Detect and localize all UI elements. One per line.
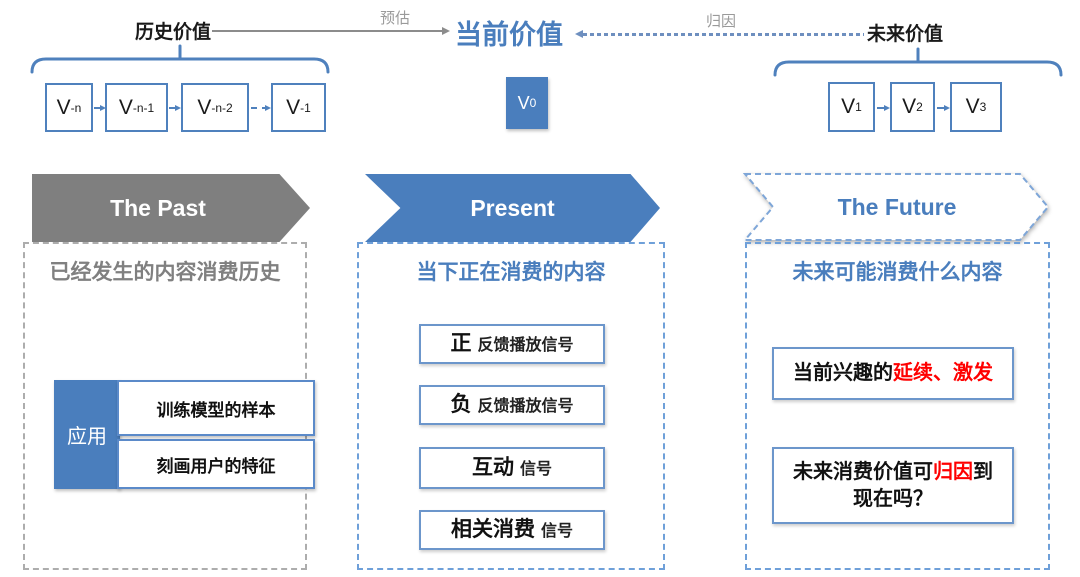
node-sub: -1: [300, 100, 311, 115]
node-base: V: [286, 95, 301, 119]
card-text-red: 延续、激发: [893, 362, 993, 384]
node-base: V: [965, 95, 980, 118]
present-column-header: 当下正在消费的内容: [416, 261, 606, 284]
signal-rest: 反馈播放信号: [477, 337, 574, 354]
node-sub: -n-1: [132, 100, 155, 115]
node-base: V: [118, 95, 133, 119]
banner-the-past: The Past: [32, 174, 310, 242]
attribution-question-card: 未来消费价值可归因到现在吗？: [772, 447, 1014, 524]
present-column: 当下正在消费的内容 正反馈播放信号 负反馈播放信号 互动信号 相关消费信号: [357, 242, 665, 570]
node-v-minus-n-1: V-n-1: [105, 83, 168, 132]
interest-continuation-card: 当前兴趣的延续、激发: [772, 347, 1014, 400]
node-base: V: [56, 95, 71, 119]
user-feature-box: 刻画用户的特征: [117, 439, 315, 489]
banner-label: The Future: [837, 193, 957, 220]
node-base: V: [902, 95, 917, 118]
future-column-header: 未来可能消费什么内容: [792, 261, 1003, 284]
node-v-minus-n-2: V-n-2: [181, 83, 249, 132]
attribution-arrow-icon: [575, 30, 864, 38]
estimate-label: 预估: [380, 10, 411, 27]
node-sub: -n-2: [211, 100, 233, 115]
arrow-right-icon: [169, 105, 181, 111]
banner-label: The Past: [110, 194, 206, 221]
arrow-right-icon: [877, 105, 890, 111]
card-text: 未来消费价值可: [793, 460, 933, 483]
overbrace-past-icon: [30, 44, 330, 74]
banner-the-future: The Future: [743, 172, 1051, 242]
training-sample-box: 训练模型的样本: [117, 380, 315, 436]
node-sub: 2: [916, 100, 923, 114]
signal-rest: 信号: [519, 461, 552, 478]
card-text-red: 归因: [933, 460, 973, 483]
node-sub: 0: [529, 96, 537, 110]
positive-feedback-signal-box: 正反馈播放信号: [419, 324, 605, 364]
node-sub: -n: [70, 100, 82, 115]
node-v-minus-n: V-n: [45, 83, 93, 132]
node-base: V: [197, 95, 212, 119]
card-text: 当前兴趣的: [793, 362, 893, 384]
node-v-minus-1: V-1: [271, 83, 326, 132]
future-column: 未来可能消费什么内容 当前兴趣的延续、激发 未来消费价值可归因到现在吗？: [745, 242, 1050, 570]
signal-emphasis: 正: [450, 332, 472, 355]
node-sub: 3: [979, 100, 987, 114]
overbrace-future-icon: [773, 47, 1063, 77]
node-base: V: [841, 95, 856, 118]
card-text: 到现在吗？: [853, 460, 993, 510]
attribution-label: 归因: [706, 13, 737, 30]
history-value-label: 历史价值: [135, 22, 212, 43]
signal-rest: 信号: [540, 523, 573, 540]
negative-feedback-signal-box: 负反馈播放信号: [419, 385, 605, 425]
application-box: 应用: [54, 380, 120, 489]
signal-emphasis: 互动: [471, 456, 514, 479]
dashed-chevron-icon: [743, 173, 1050, 241]
banner-label: Present: [470, 194, 555, 221]
future-value-label: 未来价值: [867, 24, 944, 45]
past-column: 已经发生的内容消费历史 应用 训练模型的样本 刻画用户的特征: [23, 242, 315, 570]
arrow-right-icon: [94, 105, 106, 111]
banner-present: Present: [365, 174, 660, 242]
current-value-label: 当前价值: [455, 20, 563, 50]
signal-rest: 反馈播放信号: [477, 398, 574, 415]
node-sub: 1: [855, 100, 862, 114]
node-base: V: [517, 92, 530, 113]
arrow-right-icon: [937, 105, 950, 111]
signal-emphasis: 相关消费: [450, 518, 535, 541]
past-column-header: 已经发生的内容消费历史: [49, 261, 281, 284]
interaction-signal-box: 互动信号: [419, 447, 605, 489]
estimate-arrow-icon: [212, 27, 450, 35]
signal-emphasis: 负: [450, 393, 472, 416]
arrow-right-dashed-icon: [251, 105, 271, 111]
related-consumption-signal-box: 相关消费信号: [419, 510, 605, 550]
